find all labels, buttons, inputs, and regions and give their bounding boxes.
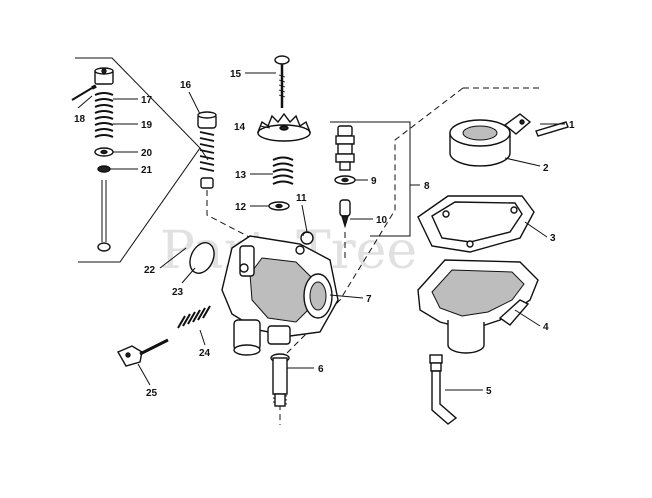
- part-25-choke-lever: [117, 338, 169, 367]
- part-13-spring: [272, 156, 294, 185]
- part-19-spring: [94, 92, 114, 138]
- callout-4: 4: [543, 322, 549, 333]
- part-23-choke-plate: [189, 242, 215, 274]
- part-21-oring: [97, 165, 111, 173]
- callout-leaders: [77, 72, 565, 391]
- callout-2: 2: [543, 163, 549, 174]
- assembly-guide-lines: [206, 87, 540, 425]
- callout-3: 3: [550, 233, 556, 244]
- part-11-ball: [300, 231, 314, 245]
- callout-13: 13: [235, 170, 247, 181]
- part-10-needle: [339, 199, 351, 229]
- callout-21: 21: [141, 165, 153, 176]
- part-15-screw: [274, 55, 290, 108]
- part-2-float: [449, 113, 532, 167]
- callout-25: 25: [146, 388, 158, 399]
- part-plunger-rod: [97, 180, 111, 252]
- part-16-needle-valve: [197, 111, 217, 189]
- part-4-float-bowl: [417, 259, 539, 354]
- part-12-washer: [268, 201, 290, 211]
- part-5-drain-tube: [429, 354, 458, 425]
- callout-19: 19: [141, 120, 153, 131]
- callout-23: 23: [172, 287, 184, 298]
- part-24-spring: [177, 305, 211, 329]
- callout-labels: 1 2 3 4 5 6 7 8 9 10 11 12 13 14 15 16 1…: [74, 69, 575, 399]
- part-18-pin: [71, 84, 97, 101]
- callout-7: 7: [366, 294, 372, 305]
- part-14-adjust-knob: [256, 112, 312, 142]
- part-20-washer: [94, 147, 114, 157]
- part-3-bowl-gasket: [417, 195, 535, 253]
- part-1-float-pin: [535, 121, 569, 137]
- callout-18: 18: [74, 114, 86, 125]
- part-9-washer: [334, 175, 356, 185]
- callout-1: 1: [569, 120, 575, 131]
- callout-16: 16: [180, 80, 192, 91]
- callout-22: 22: [144, 265, 156, 276]
- part-7-carburetor-body: [221, 235, 339, 356]
- callout-15: 15: [230, 69, 242, 80]
- callout-14: 14: [234, 122, 246, 133]
- callout-10: 10: [376, 215, 388, 226]
- callout-20: 20: [141, 148, 153, 159]
- part-6-main-nozzle: [270, 353, 290, 407]
- callout-9: 9: [371, 176, 377, 187]
- callout-11: 11: [296, 193, 307, 204]
- callout-24: 24: [199, 348, 211, 359]
- part-8-inlet-fitting: [335, 125, 355, 171]
- part-17-nut: [94, 67, 114, 85]
- callout-8: 8: [424, 181, 430, 192]
- callout-6: 6: [318, 364, 324, 375]
- callout-17: 17: [141, 95, 153, 106]
- callout-5: 5: [486, 386, 492, 397]
- callout-12: 12: [235, 202, 247, 213]
